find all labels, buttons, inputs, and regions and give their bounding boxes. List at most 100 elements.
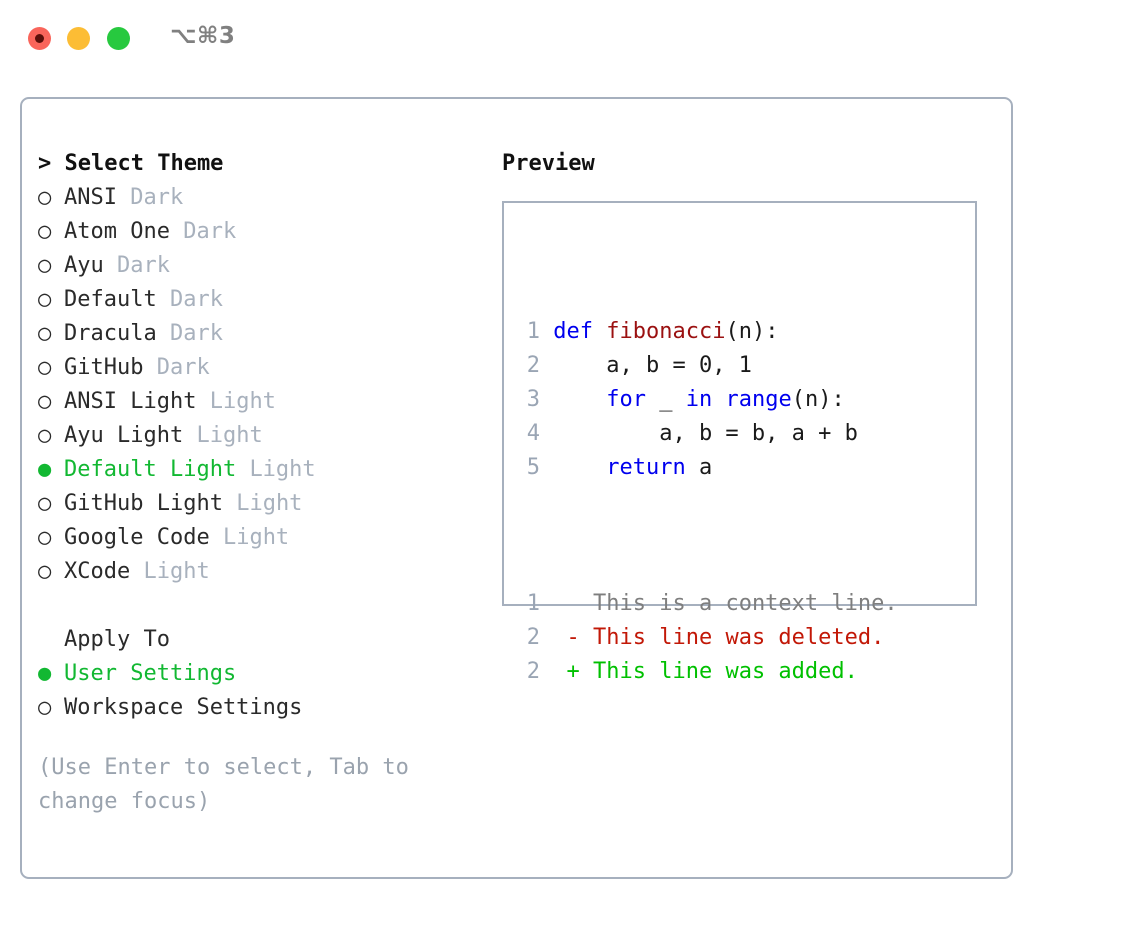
radio-selected-icon[interactable]: ●: [38, 661, 52, 686]
theme-variant-badge: Light: [196, 423, 263, 448]
gutter-gap: [540, 625, 567, 650]
theme-list[interactable]: ○ANSI Dark○Atom One Dark○Ayu Dark○Defaul…: [38, 181, 478, 589]
radio-unselected-icon[interactable]: ○: [38, 355, 52, 380]
spacer: [183, 423, 196, 448]
theme-option-label: XCode: [64, 559, 131, 584]
close-button[interactable]: [28, 27, 51, 50]
apply-to-heading-label: Apply To: [64, 627, 170, 652]
keyboard-shortcut-label: ⌥⌘3: [170, 23, 236, 49]
theme-variant-badge: Light: [143, 559, 210, 584]
select-theme-heading: > Select Theme: [38, 151, 224, 176]
diff-marker: [567, 591, 594, 616]
theme-variant-badge: Dark: [156, 355, 210, 380]
code-line-number: 3: [526, 387, 540, 412]
code-token: for: [606, 387, 646, 412]
code-token: a, b = 0, 1: [553, 353, 752, 378]
code-token: def: [553, 319, 607, 344]
gutter-gap: [540, 659, 567, 684]
apply-to-heading: Apply To: [38, 623, 478, 657]
theme-variant-badge: Light: [236, 491, 303, 516]
theme-variant-badge: Dark: [169, 287, 223, 312]
diff-marker: -: [566, 625, 593, 650]
apply-to-section: Apply To ● User Settings ○ Workspace Settin…: [38, 623, 478, 725]
window-titlebar: ⌥⌘3: [0, 0, 1140, 76]
code-token: _: [645, 387, 686, 412]
spacer: [236, 457, 249, 482]
diff-text: This line was deleted.: [593, 625, 885, 650]
spacer: [210, 525, 223, 550]
radio-unselected-icon[interactable]: ○: [38, 185, 52, 210]
theme-variant-badge: Light: [222, 525, 290, 550]
theme-variant-badge: Dark: [169, 321, 223, 346]
preview-heading: Preview: [502, 151, 595, 176]
diff-marker: +: [566, 659, 593, 684]
theme-option[interactable]: ○Default Dark: [38, 283, 478, 317]
diff-text: This is a context line.: [593, 591, 898, 616]
theme-option[interactable]: ○GitHub Light Light: [38, 487, 478, 521]
theme-option[interactable]: ○Ayu Dark: [38, 249, 478, 283]
theme-option[interactable]: ○ Google Code Light: [38, 521, 478, 555]
gutter-gap: [540, 421, 553, 446]
code-line: 2 a, b = 0, 1: [514, 349, 898, 383]
spacer: [117, 185, 130, 210]
diff-line: 1 This is a context line.: [514, 587, 898, 621]
radio-unselected-icon[interactable]: ○: [38, 525, 52, 550]
theme-option-label: ANSI: [64, 185, 117, 210]
theme-option-label: Google Code: [64, 525, 210, 550]
apply-to-option-label: User Settings: [64, 661, 237, 686]
theme-option[interactable]: ○Ayu Light Light: [38, 419, 478, 453]
theme-variant-badge: Light: [249, 457, 316, 482]
zoom-button[interactable]: [107, 27, 130, 50]
spacer: [104, 253, 117, 278]
apply-to-option-label: Workspace Settings: [64, 695, 303, 720]
theme-option[interactable]: ○Atom One Dark: [38, 215, 478, 249]
radio-unselected-icon[interactable]: ○: [38, 423, 52, 448]
code-line-number: 5: [526, 455, 540, 480]
apply-to-option[interactable]: ○ Workspace Settings: [38, 691, 478, 725]
theme-option-label: Ayu: [64, 253, 104, 278]
code-token: (n):: [791, 387, 845, 412]
radio-unselected-icon[interactable]: ○: [38, 491, 52, 516]
gutter-gap: [540, 455, 553, 480]
code-line: 1 def fibonacci(n):: [514, 315, 898, 349]
gutter-gap: [540, 353, 553, 378]
spacer: [157, 321, 170, 346]
minimize-button[interactable]: [67, 27, 90, 50]
radio-selected-icon[interactable]: ●: [38, 457, 52, 482]
gutter-gap: [540, 591, 567, 616]
diff-line: 2 + This line was added.: [514, 655, 898, 689]
spacer: [130, 559, 143, 584]
radio-unselected-icon[interactable]: ○: [38, 389, 52, 414]
radio-unselected-icon[interactable]: ○: [38, 253, 52, 278]
radio-unselected-icon[interactable]: ○: [38, 559, 52, 584]
radio-unselected-icon[interactable]: ○: [38, 219, 52, 244]
radio-unselected-icon[interactable]: ○: [38, 695, 52, 720]
code-token: fibonacci: [606, 319, 726, 344]
code-line: 5 return a: [514, 451, 898, 485]
code-token: (n):: [725, 319, 779, 344]
theme-option[interactable]: ○ANSI Light Light: [38, 385, 478, 419]
theme-option[interactable]: ○ XCode Light: [38, 555, 478, 589]
code-line-number: 1: [526, 319, 540, 344]
theme-variant-badge: Dark: [130, 185, 184, 210]
spacer: [170, 219, 183, 244]
keyboard-hint-text: (Use Enter to select, Tab to change focu…: [38, 755, 423, 814]
code-token: a, b = b, a + b: [553, 421, 858, 446]
code-line-number: 2: [526, 353, 540, 378]
apply-to-list[interactable]: ● User Settings ○ Workspace Settings: [38, 657, 478, 725]
radio-unselected-icon[interactable]: ○: [38, 321, 52, 346]
theme-option[interactable]: ○GitHub Dark: [38, 351, 478, 385]
theme-option-label: Default Light: [64, 457, 237, 482]
theme-variant-badge: Light: [209, 389, 276, 414]
code-line-number: 4: [526, 421, 540, 446]
diff-line-number: 2: [526, 625, 540, 650]
theme-option[interactable]: ○Dracula Dark: [38, 317, 478, 351]
spacer: [143, 355, 156, 380]
apply-to-option[interactable]: ● User Settings: [38, 657, 478, 691]
radio-unselected-icon[interactable]: ○: [38, 287, 52, 312]
theme-option[interactable]: ○ ANSI Dark: [38, 181, 478, 215]
theme-option[interactable]: ● Default Light Light: [38, 453, 478, 487]
